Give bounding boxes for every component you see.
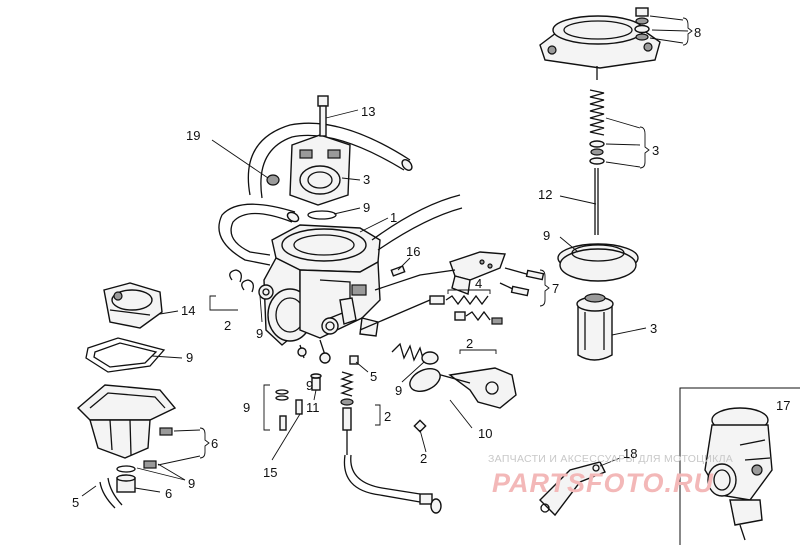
callout-9-diaphragm: 9	[543, 228, 550, 243]
gasket-9-left	[85, 337, 166, 373]
vent-hose-short	[218, 194, 463, 266]
spring-2-right	[391, 342, 439, 365]
callout-numbers: 13 19 3 9 1 16 8 3 12 9 7 4 3 14 2 9 9 2…	[72, 25, 790, 510]
callout-9-bowl: 9	[188, 476, 195, 491]
callout-6-low: 6	[165, 486, 172, 501]
callout-16: 16	[406, 244, 420, 259]
callout-9-jets-left: 9	[243, 400, 250, 415]
callout-4: 4	[475, 276, 482, 291]
plug-19	[266, 174, 280, 186]
watermark-caption: ЗАПЧАСТИ И АКСЕССУАРЫ ДЛЯ МОТОЦИКЛА	[488, 453, 733, 465]
fitting-16	[390, 265, 406, 277]
inset-box-17	[679, 387, 800, 545]
assembled-carburetor	[704, 407, 773, 541]
callout-2-left: 2	[224, 318, 231, 333]
choke-plunger	[342, 407, 442, 514]
o-ring-9-top	[307, 210, 337, 220]
callout-1: 1	[390, 210, 397, 225]
callout-13: 13	[361, 104, 375, 119]
choke-lever	[409, 367, 517, 409]
vent-hose-long	[247, 122, 413, 199]
callout-12: 12	[538, 187, 552, 202]
float-bowl-6	[76, 384, 177, 469]
screw-stack-8	[634, 7, 650, 41]
needle-spring-3	[589, 89, 605, 165]
callout-6-bowl: 6	[211, 436, 218, 451]
spring-2-center	[340, 371, 354, 406]
jet-stack-9	[275, 389, 303, 431]
callout-17: 17	[776, 398, 790, 413]
piston-valve-3	[576, 293, 614, 361]
watermark: ЗАПЧАСТИ И АКСЕССУАРЫ ДЛЯ МОТОЦИКЛА PART…	[488, 453, 733, 498]
callout-5-low: 5	[72, 495, 79, 510]
idle-screw-4	[429, 294, 503, 325]
callout-5-center: 5	[370, 369, 377, 384]
top-cap-3	[289, 134, 351, 206]
callout-2-lower: 2	[384, 409, 391, 424]
bracket-18	[539, 461, 606, 517]
callout-14: 14	[181, 303, 195, 318]
callout-11: 11	[306, 400, 320, 415]
callout-19: 19	[186, 128, 200, 143]
clip-2-left	[229, 269, 274, 300]
callout-3-needle: 3	[652, 143, 659, 158]
drain-hose-5	[99, 477, 123, 509]
callout-2-low: 2	[420, 451, 427, 466]
callout-7: 7	[552, 281, 559, 296]
pin-2-low	[413, 419, 427, 433]
callout-10: 10	[478, 426, 492, 441]
carburetor-body-1	[263, 224, 456, 364]
callout-9-top: 9	[363, 200, 370, 215]
callout-9-gasket: 9	[186, 350, 193, 365]
bolt-13	[317, 95, 329, 137]
callout-3-top: 3	[363, 172, 370, 187]
jet-needle-12	[594, 168, 599, 235]
drain-bolt-6	[116, 465, 136, 493]
callout-8: 8	[694, 25, 701, 40]
leader-lines	[81, 109, 647, 497]
callout-15: 15	[263, 465, 277, 480]
callout-9-jet: 9	[306, 378, 313, 393]
screw-5	[349, 355, 359, 365]
diaphragm-9	[557, 243, 639, 282]
callout-9-center: 9	[395, 383, 402, 398]
callout-9-washer: 9	[256, 326, 263, 341]
cover-14	[103, 282, 163, 329]
callout-18: 18	[623, 446, 637, 461]
callout-2-center: 2	[466, 336, 473, 351]
callout-3-piston: 3	[650, 321, 657, 336]
callout-brackets	[136, 15, 693, 481]
watermark-logo: PARTSFOTO.RU	[492, 468, 715, 498]
diaphragm-cover	[539, 15, 661, 80]
throttle-bracket-7	[449, 251, 545, 297]
